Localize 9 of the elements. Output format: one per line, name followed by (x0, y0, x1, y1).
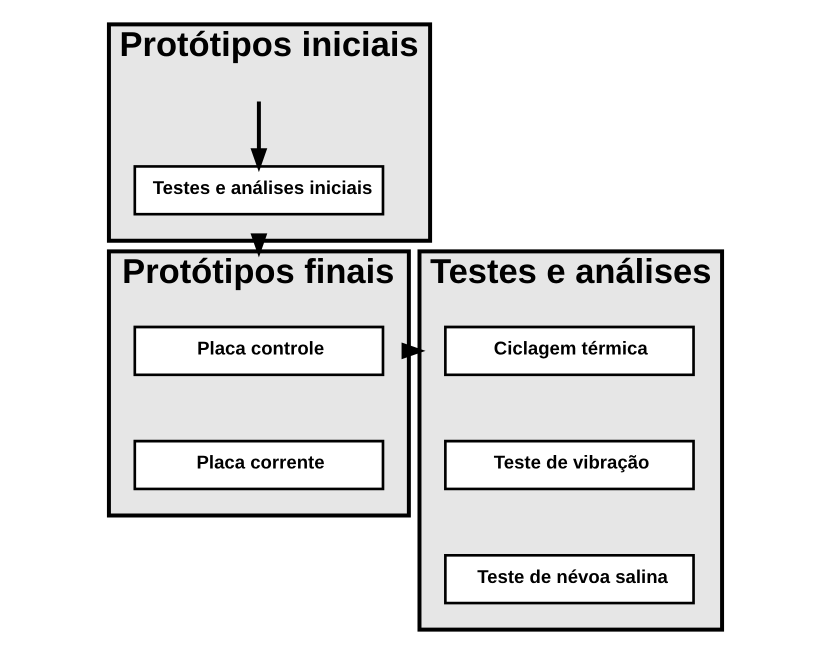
node-box: Testes e análises iniciais (132, 165, 384, 216)
node-box: Ciclagem térmica (444, 326, 694, 376)
arrow (401, 342, 425, 360)
node-box: Teste de névoa salina (444, 554, 694, 604)
node-box: Placa controle (132, 326, 384, 376)
node-box: Placa corrente (132, 440, 384, 490)
node-box: Teste de vibração (444, 440, 694, 490)
arrow (250, 233, 267, 258)
arrow (250, 101, 267, 172)
